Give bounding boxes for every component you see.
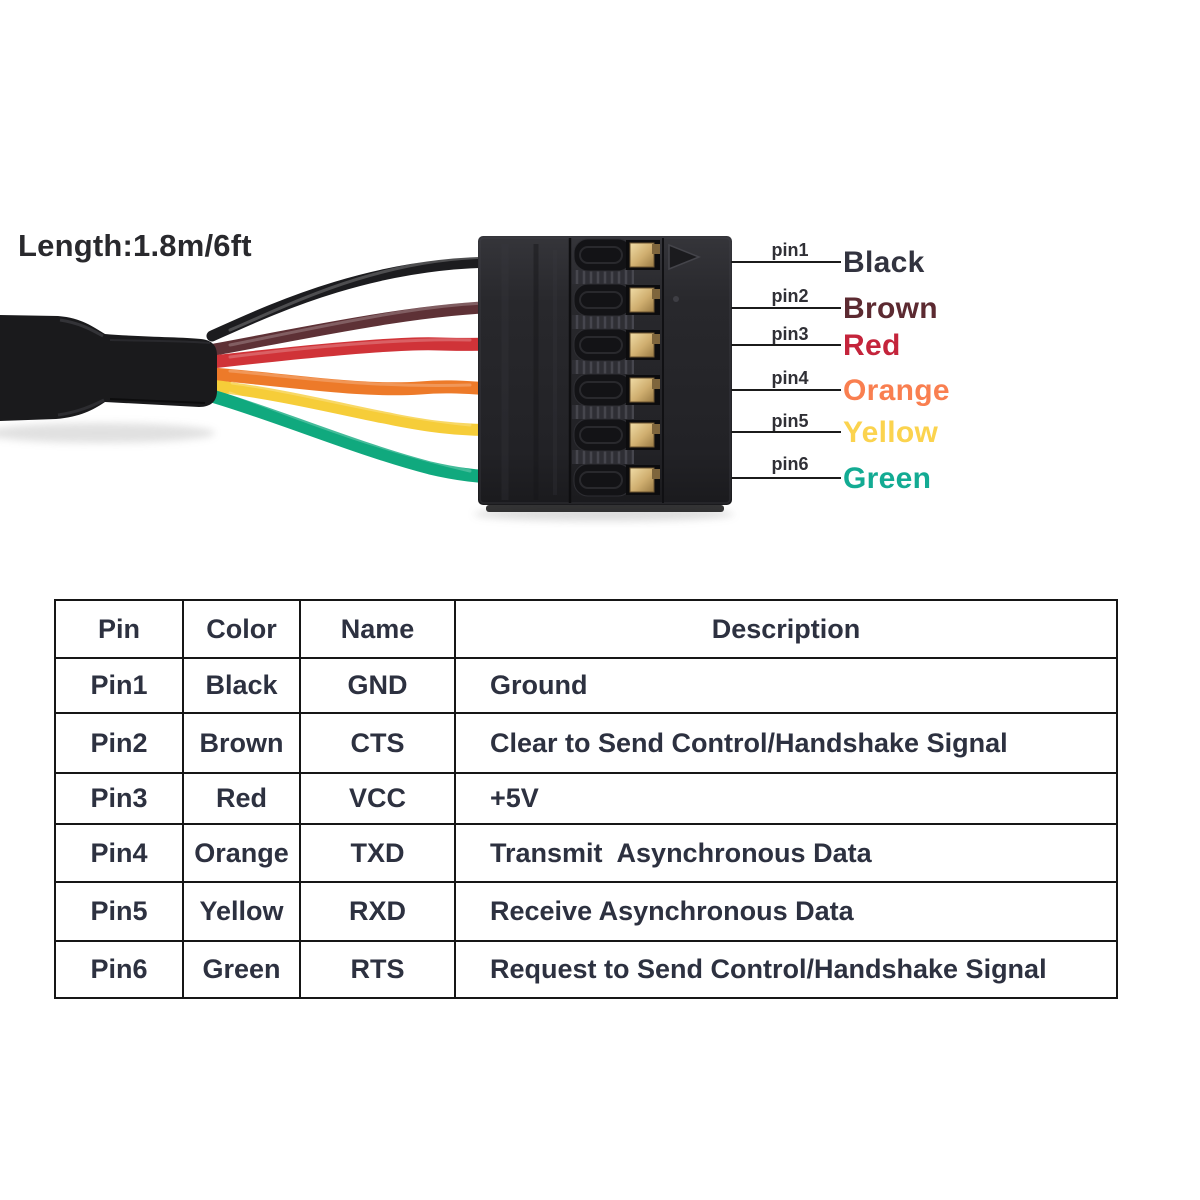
pin-leader-lines <box>731 261 841 479</box>
cell-description: Clear to Send Control/Handshake Signal <box>454 712 1118 774</box>
table-row: Pin1 Black GND Ground <box>54 657 1118 714</box>
cell-pin: Pin2 <box>54 712 184 774</box>
header-color: Color <box>182 599 301 659</box>
pin1-color-name: Black <box>843 246 925 279</box>
table-row: Pin3 Red VCC +5V <box>54 772 1118 825</box>
table-header-row: Pin Color Name Description <box>54 599 1118 659</box>
cell-description: Request to Send Control/Handshake Signal <box>454 940 1118 999</box>
cell-name: GND <box>299 657 456 714</box>
pin6-color-name: Green <box>843 462 932 495</box>
pin4-label: pin4 <box>771 368 809 388</box>
pin3-label: pin3 <box>771 324 809 344</box>
gold-contact-6 <box>629 467 655 493</box>
wire-brown <box>206 301 506 356</box>
gold-contact-4 <box>629 377 655 403</box>
cell-name: RTS <box>299 940 456 999</box>
cell-name: RXD <box>299 881 456 942</box>
gold-contact-3 <box>629 332 655 358</box>
cell-color: Brown <box>182 712 301 774</box>
cell-color: Black <box>182 657 301 714</box>
ridge-bands <box>572 270 634 464</box>
cell-pin: Pin6 <box>54 940 184 999</box>
pin5-label: pin5 <box>771 411 809 431</box>
cell-color: Orange <box>182 823 301 883</box>
cable-length-label: Length:1.8m/6ft <box>18 228 252 263</box>
pin6-label: pin6 <box>771 454 809 474</box>
polarity-triangle-marker <box>668 243 702 271</box>
pin3-color-name: Red <box>843 329 901 362</box>
header-description: Description <box>454 599 1118 659</box>
table-row: Pin6 Green RTS Request to Send Control/H… <box>54 940 1118 999</box>
wire-red <box>205 337 507 369</box>
gold-contact-5 <box>629 422 655 448</box>
contact-slots <box>573 238 660 497</box>
connector-housing <box>478 236 732 512</box>
cell-pin: Pin4 <box>54 823 184 883</box>
wire-yellow <box>208 380 506 436</box>
table-row: Pin5 Yellow RXD Receive Asynchronous Dat… <box>54 881 1118 942</box>
cell-description: +5V <box>454 772 1118 825</box>
pinout-table: Pin Color Name Description Pin1 Black GN… <box>54 599 1118 999</box>
pin5-color-name: Yellow <box>843 416 939 449</box>
header-name: Name <box>299 599 456 659</box>
table-row: Pin2 Brown CTS Clear to Send Control/Han… <box>54 712 1118 774</box>
wire-black <box>206 256 506 342</box>
cell-name: CTS <box>299 712 456 774</box>
cable-sheath <box>0 315 217 421</box>
wire-bundle <box>205 255 507 484</box>
cell-name: TXD <box>299 823 456 883</box>
cell-name: VCC <box>299 772 456 825</box>
cell-description: Ground <box>454 657 1118 714</box>
pin4-color-name: Orange <box>843 374 950 407</box>
pin1-label: pin1 <box>771 240 809 260</box>
pin2-label: pin2 <box>771 286 809 306</box>
table-row: Pin4 Orange TXD Transmit Asynchronous Da… <box>54 823 1118 883</box>
pin2-color-name: Brown <box>843 292 938 325</box>
cell-color: Yellow <box>182 881 301 942</box>
gold-contact-1 <box>629 242 655 268</box>
cell-description: Receive Asynchronous Data <box>454 881 1118 942</box>
header-pin: Pin <box>54 599 184 659</box>
cell-description: Transmit Asynchronous Data <box>454 823 1118 883</box>
wire-orange <box>205 367 507 396</box>
sheath-shadow <box>0 423 215 443</box>
wire-green <box>205 389 507 484</box>
cell-pin: Pin1 <box>54 657 184 714</box>
cell-color: Green <box>182 940 301 999</box>
gold-contact-2 <box>629 287 655 313</box>
cell-color: Red <box>182 772 301 825</box>
cell-pin: Pin3 <box>54 772 184 825</box>
cell-pin: Pin5 <box>54 881 184 942</box>
